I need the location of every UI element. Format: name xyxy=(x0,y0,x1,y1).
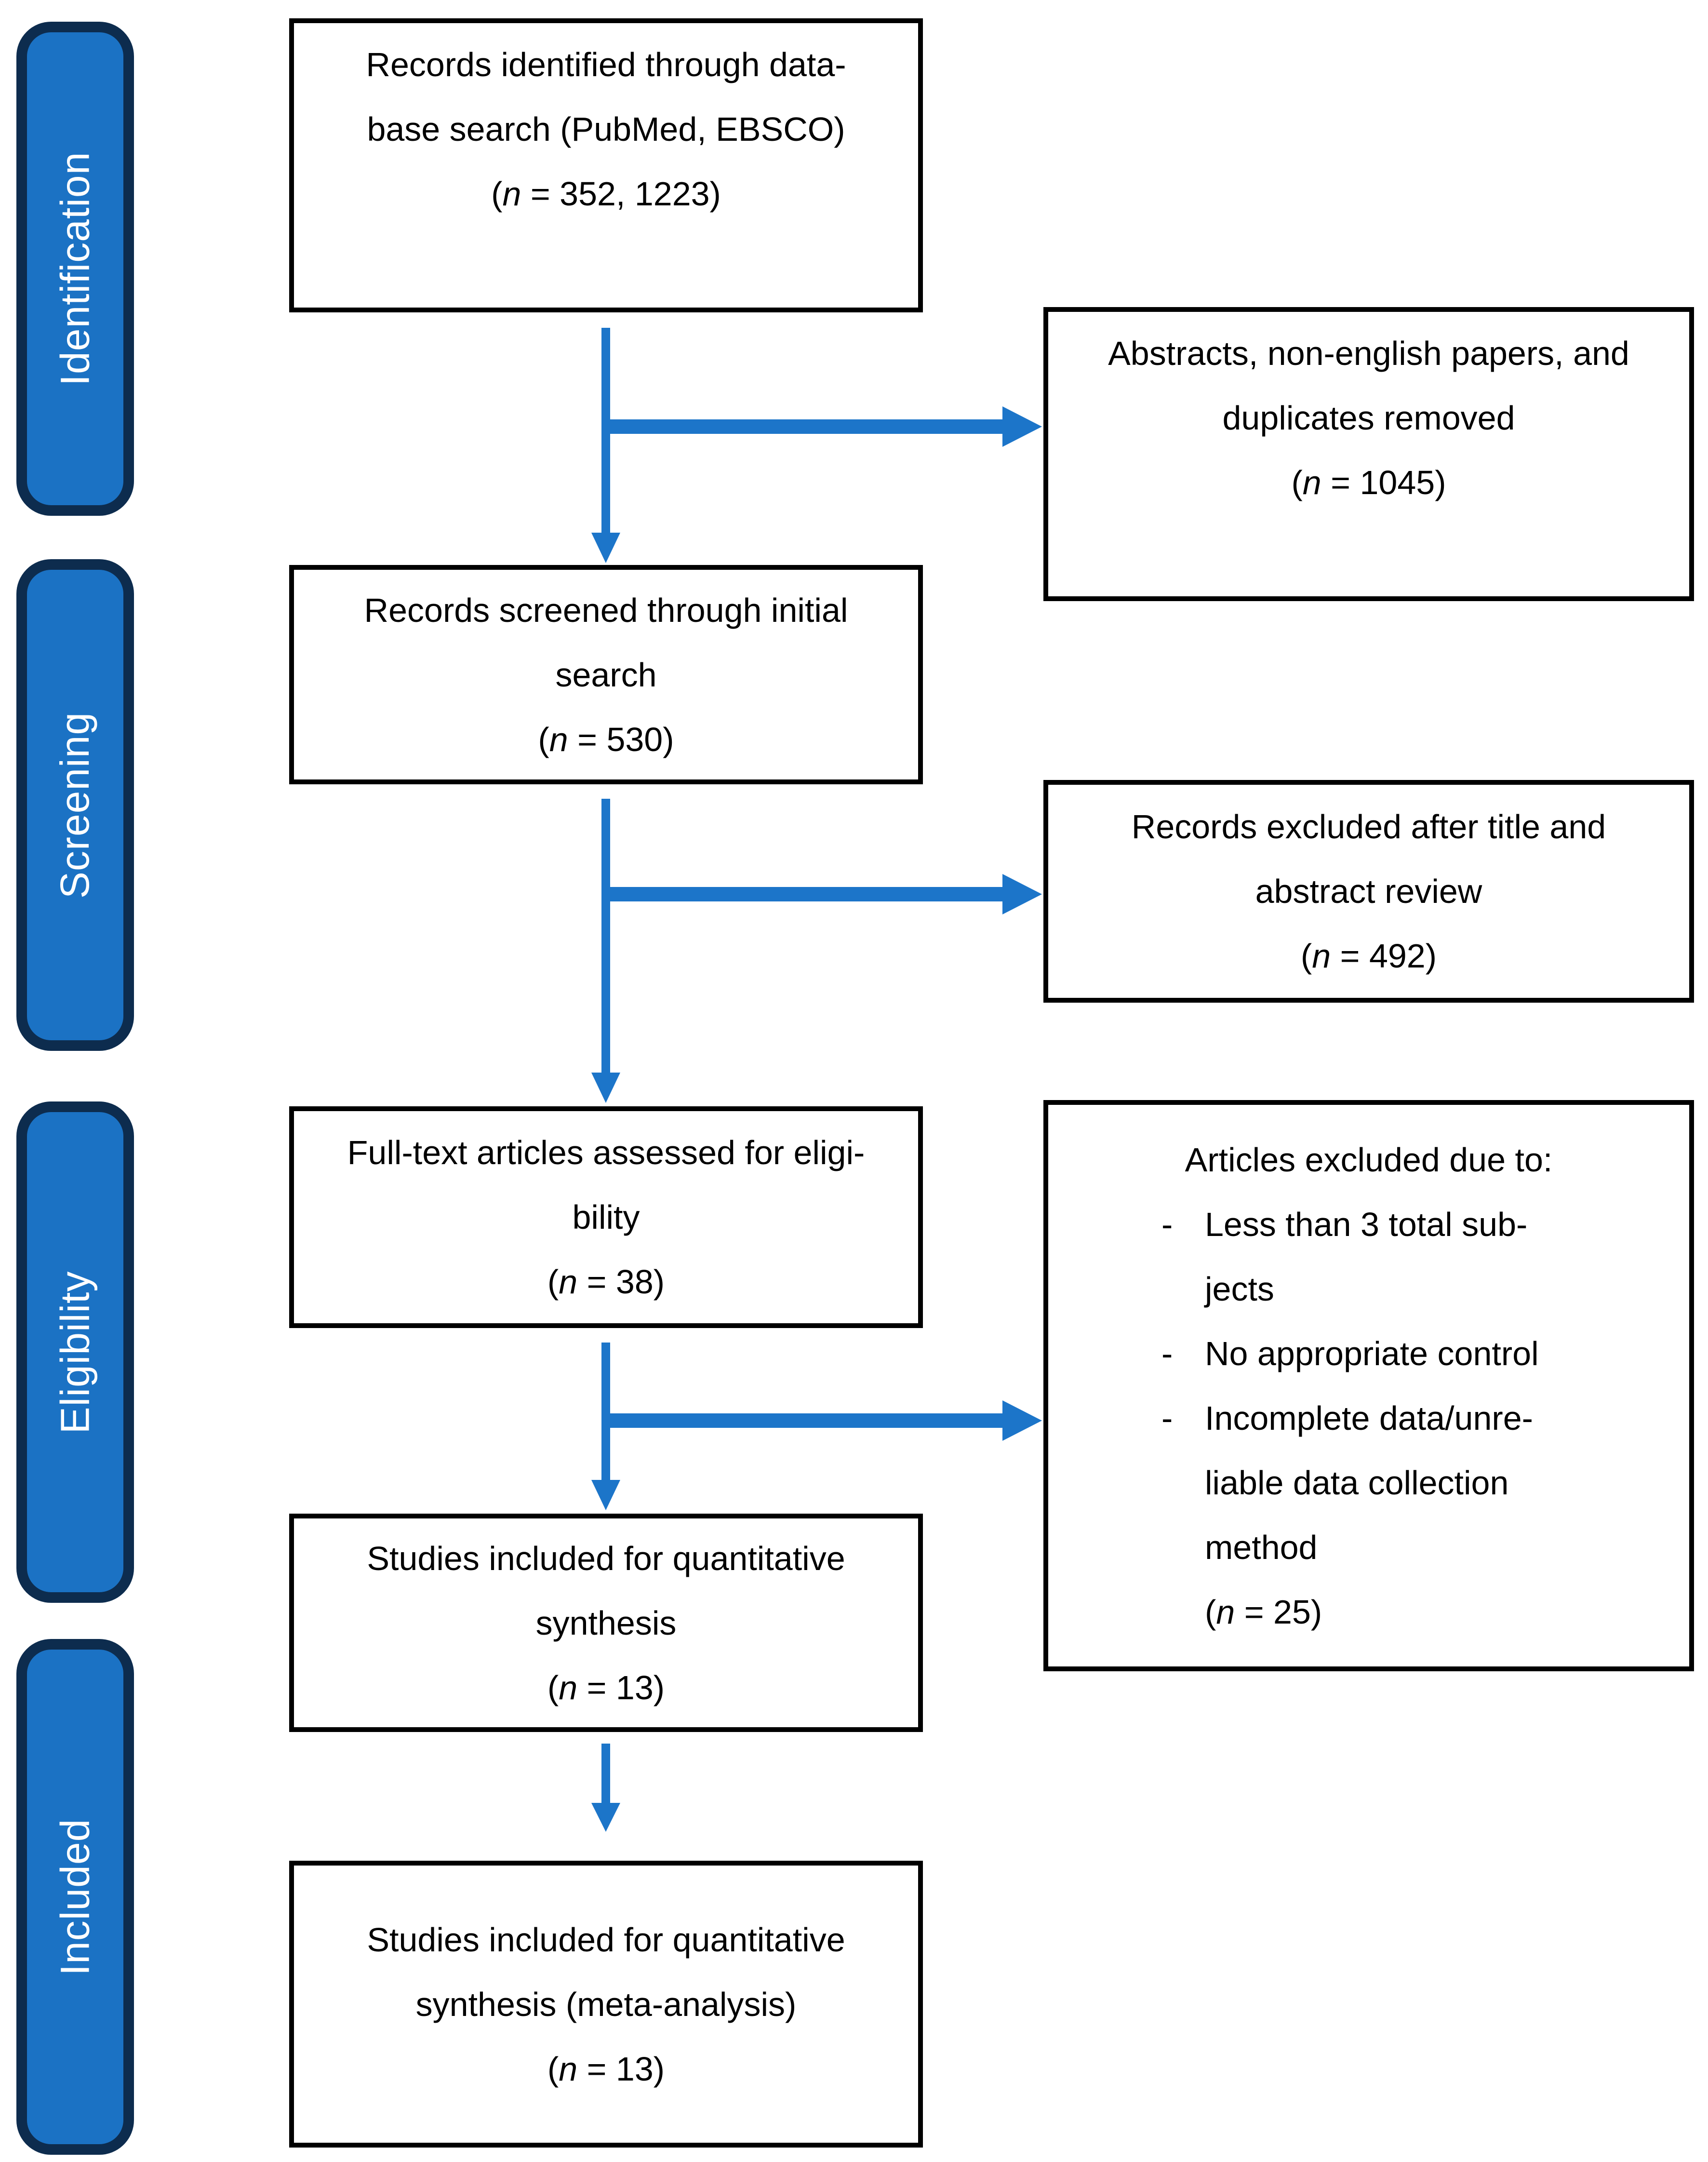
bullet-dash: - xyxy=(1161,1334,1173,1372)
arrow-identified-to-screened xyxy=(591,328,620,563)
bullet-text-line: No appropriate control xyxy=(1205,1334,1539,1372)
box-stat-line: (n = 13) xyxy=(547,1668,665,1706)
box-stat-line: (n = 530) xyxy=(538,720,674,758)
bullet-dash: - xyxy=(1161,1205,1173,1243)
box-abstracts-removed: Abstracts, non-english papers, and dupli… xyxy=(1043,307,1694,601)
exclusion-bullet: - Incomplete data/unre- liable data coll… xyxy=(1048,1386,1689,1580)
box-text-line: synthesis (meta-analysis) xyxy=(415,1985,797,2023)
box-records-screened: Records screened through initial search … xyxy=(289,565,923,784)
arrow-quantitative-to-meta-analysis xyxy=(591,1744,620,1832)
box-title-abstract-excluded: Records excluded after title and abstrac… xyxy=(1043,780,1694,1003)
box-quantitative-synthesis: Studies included for quantitative synthe… xyxy=(289,1514,923,1732)
box-text-line: bility xyxy=(572,1198,640,1236)
box-meta-analysis: Studies included for quantitative synthe… xyxy=(289,1861,923,2148)
exclusion-heading: Articles excluded due to: xyxy=(1185,1141,1553,1179)
stage-included-label: Included xyxy=(52,1818,98,1975)
bullet-text-line: method xyxy=(1205,1528,1318,1566)
arrow-to-articles-excluded xyxy=(606,1400,1042,1441)
exclusion-bullet: - No appropriate control xyxy=(1048,1321,1689,1386)
box-text-line: Abstracts, non-english papers, and xyxy=(1108,335,1629,372)
box-text-line: Studies included for quantitative xyxy=(367,1539,845,1577)
box-stat-line: (n = 352, 1223) xyxy=(491,175,721,213)
bullet-text-line: Less than 3 total sub- xyxy=(1205,1205,1528,1243)
stage-screening-label: Screening xyxy=(52,712,98,899)
box-stat-line: (n = 13) xyxy=(547,2050,665,2088)
box-text-line: search xyxy=(555,656,657,694)
bullet-dash: - xyxy=(1161,1399,1173,1437)
box-text-line: Records excluded after title and xyxy=(1131,808,1606,846)
stage-identification: Identification xyxy=(16,22,134,516)
stage-eligibility-label: Eligibility xyxy=(52,1271,98,1434)
box-text-line: Records identified through data- xyxy=(366,46,846,83)
bullet-text-line: liable data collection xyxy=(1205,1464,1509,1502)
box-text-line: Records screened through initial xyxy=(364,591,848,629)
box-text-line: duplicates removed xyxy=(1222,399,1515,437)
bullet-text-line: Incomplete data/unre- xyxy=(1205,1399,1533,1437)
arrow-to-abstracts-removed xyxy=(606,406,1042,447)
box-text-line: Studies included for quantitative xyxy=(367,1920,845,1959)
box-text-line: Full-text articles assessed for eligi- xyxy=(347,1134,865,1171)
box-text-line: abstract review xyxy=(1255,873,1482,910)
box-articles-excluded: Articles excluded due to: - Less than 3 … xyxy=(1043,1100,1694,1671)
arrow-to-title-abstract-excluded xyxy=(606,874,1042,914)
stage-identification-label: Identification xyxy=(52,151,98,386)
box-stat-line: (n = 38) xyxy=(547,1263,665,1301)
box-stat-line: (n = 25) xyxy=(1205,1593,1322,1631)
arrow-fulltext-to-quantitative xyxy=(591,1343,620,1510)
box-text-line: base search (PubMed, EBSCO) xyxy=(367,110,845,148)
exclusion-bullet: - Less than 3 total sub- jects xyxy=(1048,1192,1689,1321)
stage-included: Included xyxy=(16,1639,134,2155)
box-text-line: synthesis xyxy=(535,1604,677,1642)
stage-eligibility: Eligibility xyxy=(16,1101,134,1603)
box-stat-line: (n = 1045) xyxy=(1291,464,1446,501)
bullet-text-line: jects xyxy=(1205,1270,1274,1308)
box-records-identified: Records identified through data- base se… xyxy=(289,18,923,312)
box-stat-line: (n = 492) xyxy=(1300,937,1437,975)
box-fulltext-assessed: Full-text articles assessed for eligi- b… xyxy=(289,1106,923,1328)
arrow-screened-to-fulltext xyxy=(591,799,620,1103)
stage-screening: Screening xyxy=(16,559,134,1051)
